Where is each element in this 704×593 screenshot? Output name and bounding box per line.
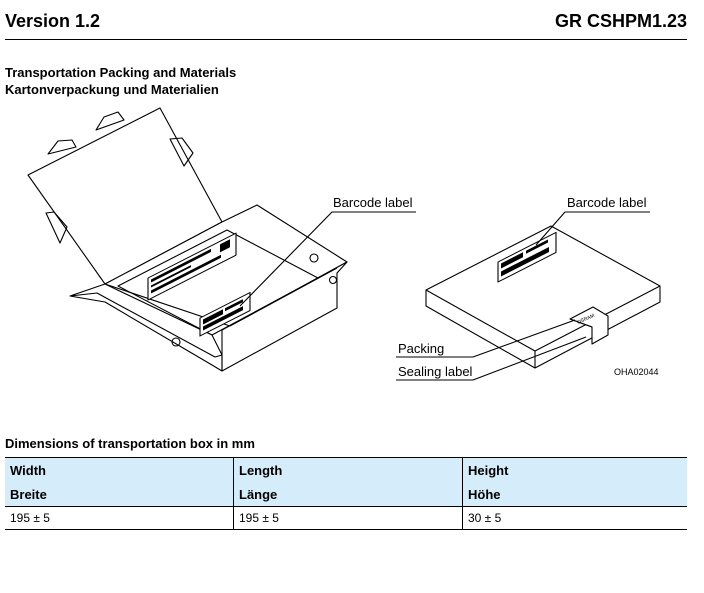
header-laenge: Länge <box>233 482 463 507</box>
figure-code: OHA02044 <box>614 367 659 377</box>
barcode-label-left: Barcode label <box>333 195 413 210</box>
table-header-row-de: Breite Länge Höhe <box>5 482 687 507</box>
table-row: 195 ± 5 195 ± 5 30 ± 5 <box>5 506 687 530</box>
header-breite: Breite <box>5 482 234 507</box>
closed-box-drawing: OSRAM <box>396 211 661 381</box>
packing-label: Packing <box>398 341 444 356</box>
section-title: Transportation Packing and Materials Kar… <box>5 64 236 98</box>
table-header-row-en: Width Length Height <box>5 457 687 482</box>
header-hoehe: Höhe <box>462 482 687 507</box>
header-width: Width <box>5 457 234 482</box>
open-box-drawing <box>27 107 416 372</box>
barcode-label-right: Barcode label <box>567 195 647 210</box>
packing-illustration: OSRAM Barcode label Barcode label Packin… <box>27 107 661 381</box>
value-length: 195 ± 5 <box>233 506 463 530</box>
header-height: Height <box>462 457 687 482</box>
sealing-label-text: Sealing label <box>398 364 473 379</box>
value-height: 30 ± 5 <box>462 506 687 530</box>
page-header: Version 1.2 GR CSHPM1.23 <box>5 9 687 40</box>
version-label: Version 1.2 <box>5 11 101 31</box>
section-title-de: Kartonverpackung und Materialien <box>5 82 219 97</box>
dimensions-table: Width Length Height Breite Länge Höhe 19… <box>5 457 687 530</box>
section-title-en: Transportation Packing and Materials <box>5 65 237 80</box>
value-width: 195 ± 5 <box>5 506 234 530</box>
header-length: Length <box>233 457 463 482</box>
document-id: GR CSHPM1.23 <box>554 11 687 31</box>
dimensions-title: Dimensions of transportation box in mm <box>5 436 255 451</box>
